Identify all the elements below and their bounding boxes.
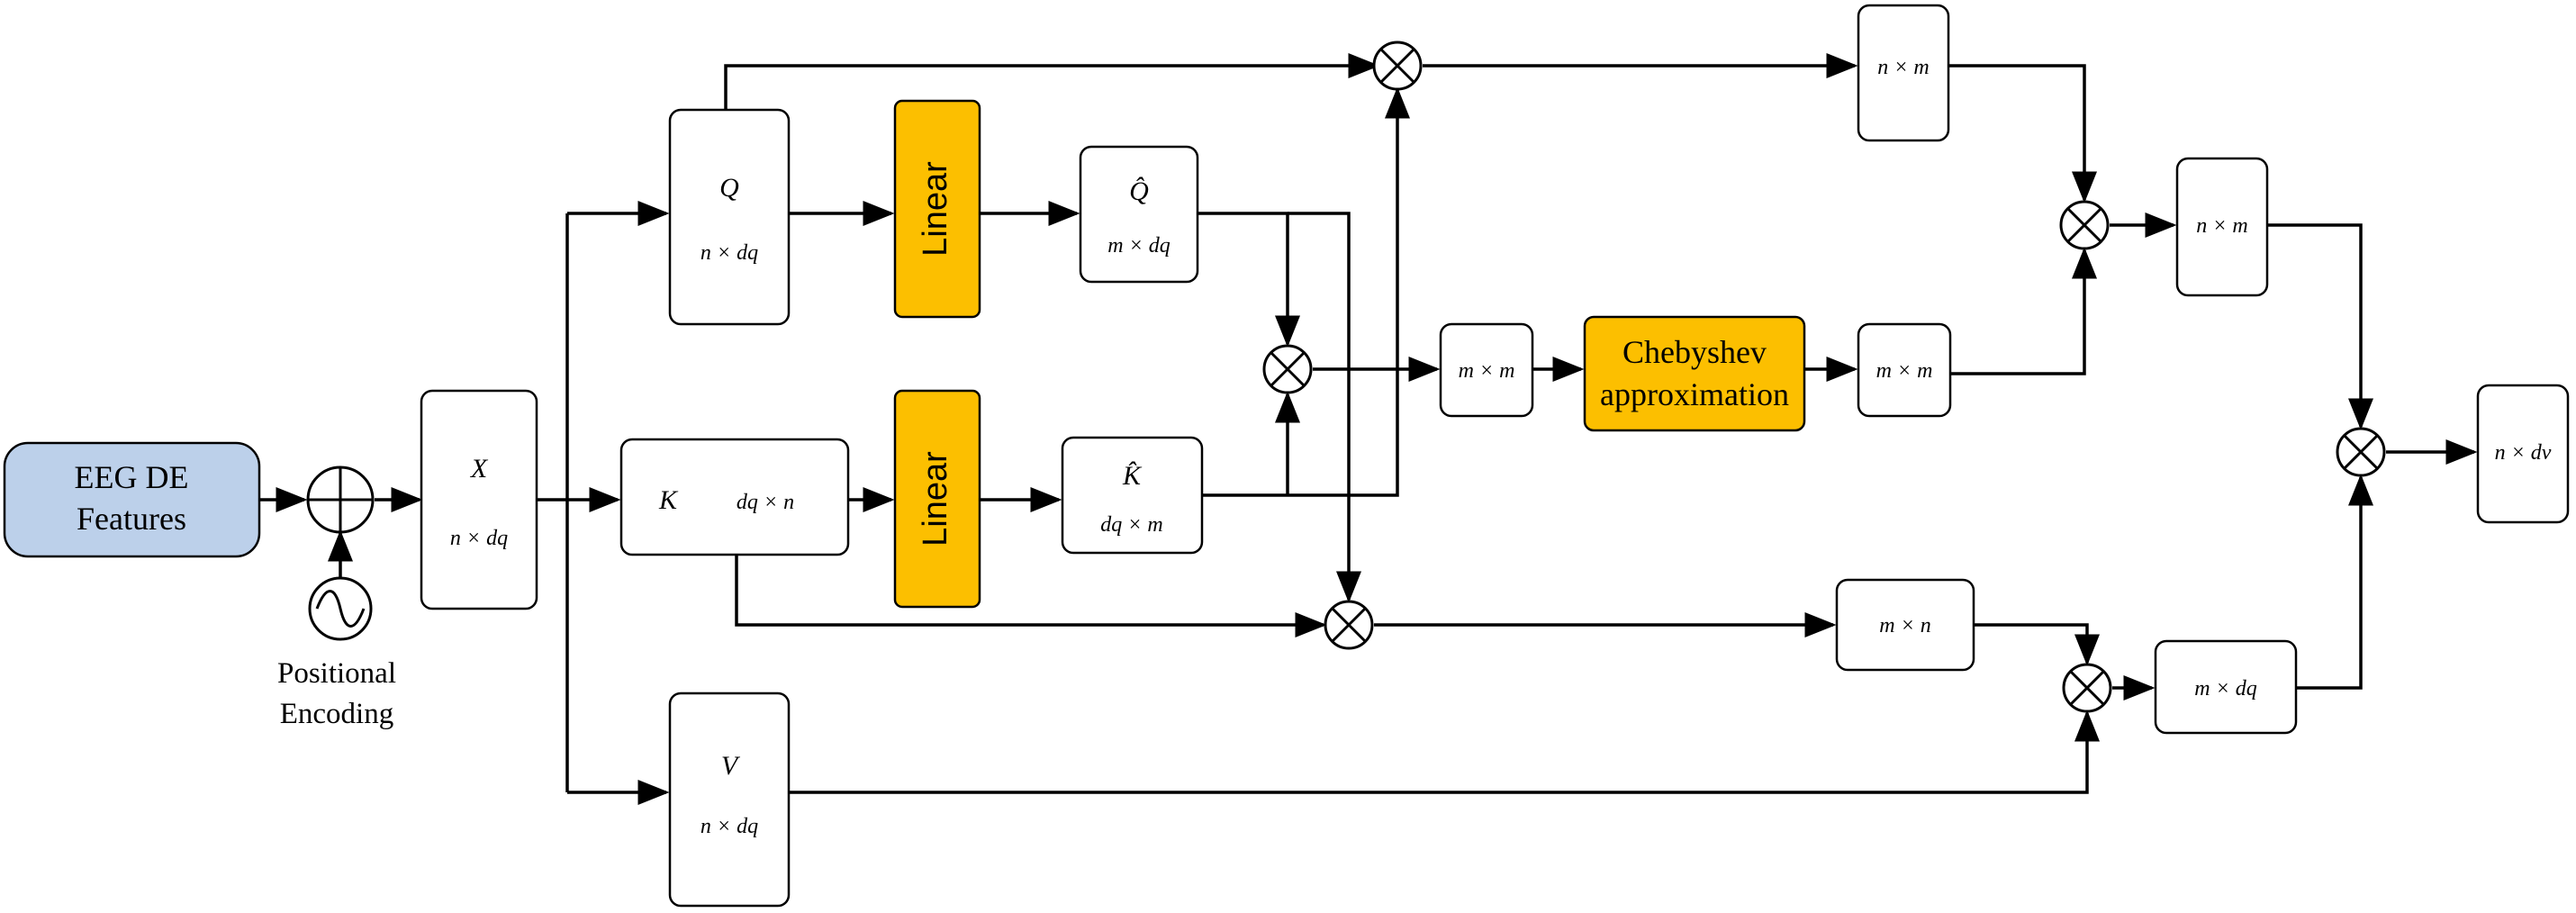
circled-times-icon: [2059, 200, 2110, 250]
linear-q-label: Linear: [917, 161, 954, 257]
q-symbol: Q: [719, 173, 739, 203]
circled-plus-icon: [306, 466, 375, 534]
nm-mid-dim: n × m: [2196, 214, 2248, 238]
chebyshev-label-line1: Chebyshev: [1622, 334, 1767, 370]
q-hat-box: Q̂ m × dq: [1079, 145, 1199, 284]
circled-times-icon: [2062, 663, 2112, 713]
circled-times-icon: [1262, 344, 1313, 394]
q-hat-symbol: Q̂: [1129, 176, 1149, 206]
eeg-de-features-box: EEG DE Features: [3, 441, 261, 558]
x-dim: n × dq: [450, 527, 508, 550]
circled-times-icon: [1372, 41, 1423, 91]
output-dim: n × dv: [2495, 441, 2552, 465]
v-dim: n × dq: [700, 815, 758, 838]
k-hat-box: K̂ dq × m: [1061, 436, 1204, 555]
input-label-line2: Features: [77, 501, 186, 537]
mm-box-2-dim: m × m: [1876, 359, 1933, 383]
nm-top-box: n × m: [1857, 4, 1950, 142]
linear-q-block: Linear: [893, 99, 981, 319]
k-symbol: K: [658, 485, 679, 515]
q-hat-dim: m × dq: [1107, 234, 1170, 258]
linear-k-block: Linear: [893, 389, 981, 609]
q-box: Q n × dq: [668, 108, 791, 326]
x-symbol: X: [470, 454, 489, 484]
output-box: n × dv: [2476, 384, 2570, 524]
mdq-dim: m × dq: [2194, 677, 2257, 701]
positional-encoding-label-line1: Positional: [277, 657, 396, 690]
x-box: X n × dq: [420, 389, 538, 610]
circled-times-icon: [2336, 427, 2386, 477]
mn-dim: m × n: [1879, 614, 1931, 637]
connectors: [259, 53, 2478, 805]
mm-box-1-dim: m × m: [1459, 359, 1515, 383]
sine-wave-icon: [308, 576, 373, 641]
positional-encoding-label-line2: Encoding: [280, 698, 393, 730]
k-dim: dq × n: [737, 491, 794, 514]
v-box: V n × dq: [668, 692, 791, 908]
v-symbol: V: [721, 751, 741, 781]
nm-top-dim: n × m: [1877, 56, 1930, 79]
k-hat-dim: dq × m: [1100, 513, 1163, 537]
linear-k-label: Linear: [917, 451, 954, 547]
mdq-box: m × dq: [2154, 639, 2298, 735]
mm-box-1: m × m: [1439, 322, 1534, 418]
mm-box-2: m × m: [1857, 322, 1952, 418]
q-dim: n × dq: [700, 241, 758, 265]
nm-mid-box: n × m: [2175, 157, 2269, 297]
k-hat-symbol: K̂: [1122, 461, 1143, 491]
chebyshev-approximation-block: Chebyshev approximation: [1583, 315, 1806, 432]
chebyshev-label-line2: approximation: [1600, 376, 1789, 412]
k-box: K dq × n: [619, 438, 850, 556]
circled-times-icon: [1324, 600, 1374, 650]
mn-box: m × n: [1835, 578, 1975, 672]
input-label-line1: EEG DE: [75, 459, 189, 495]
